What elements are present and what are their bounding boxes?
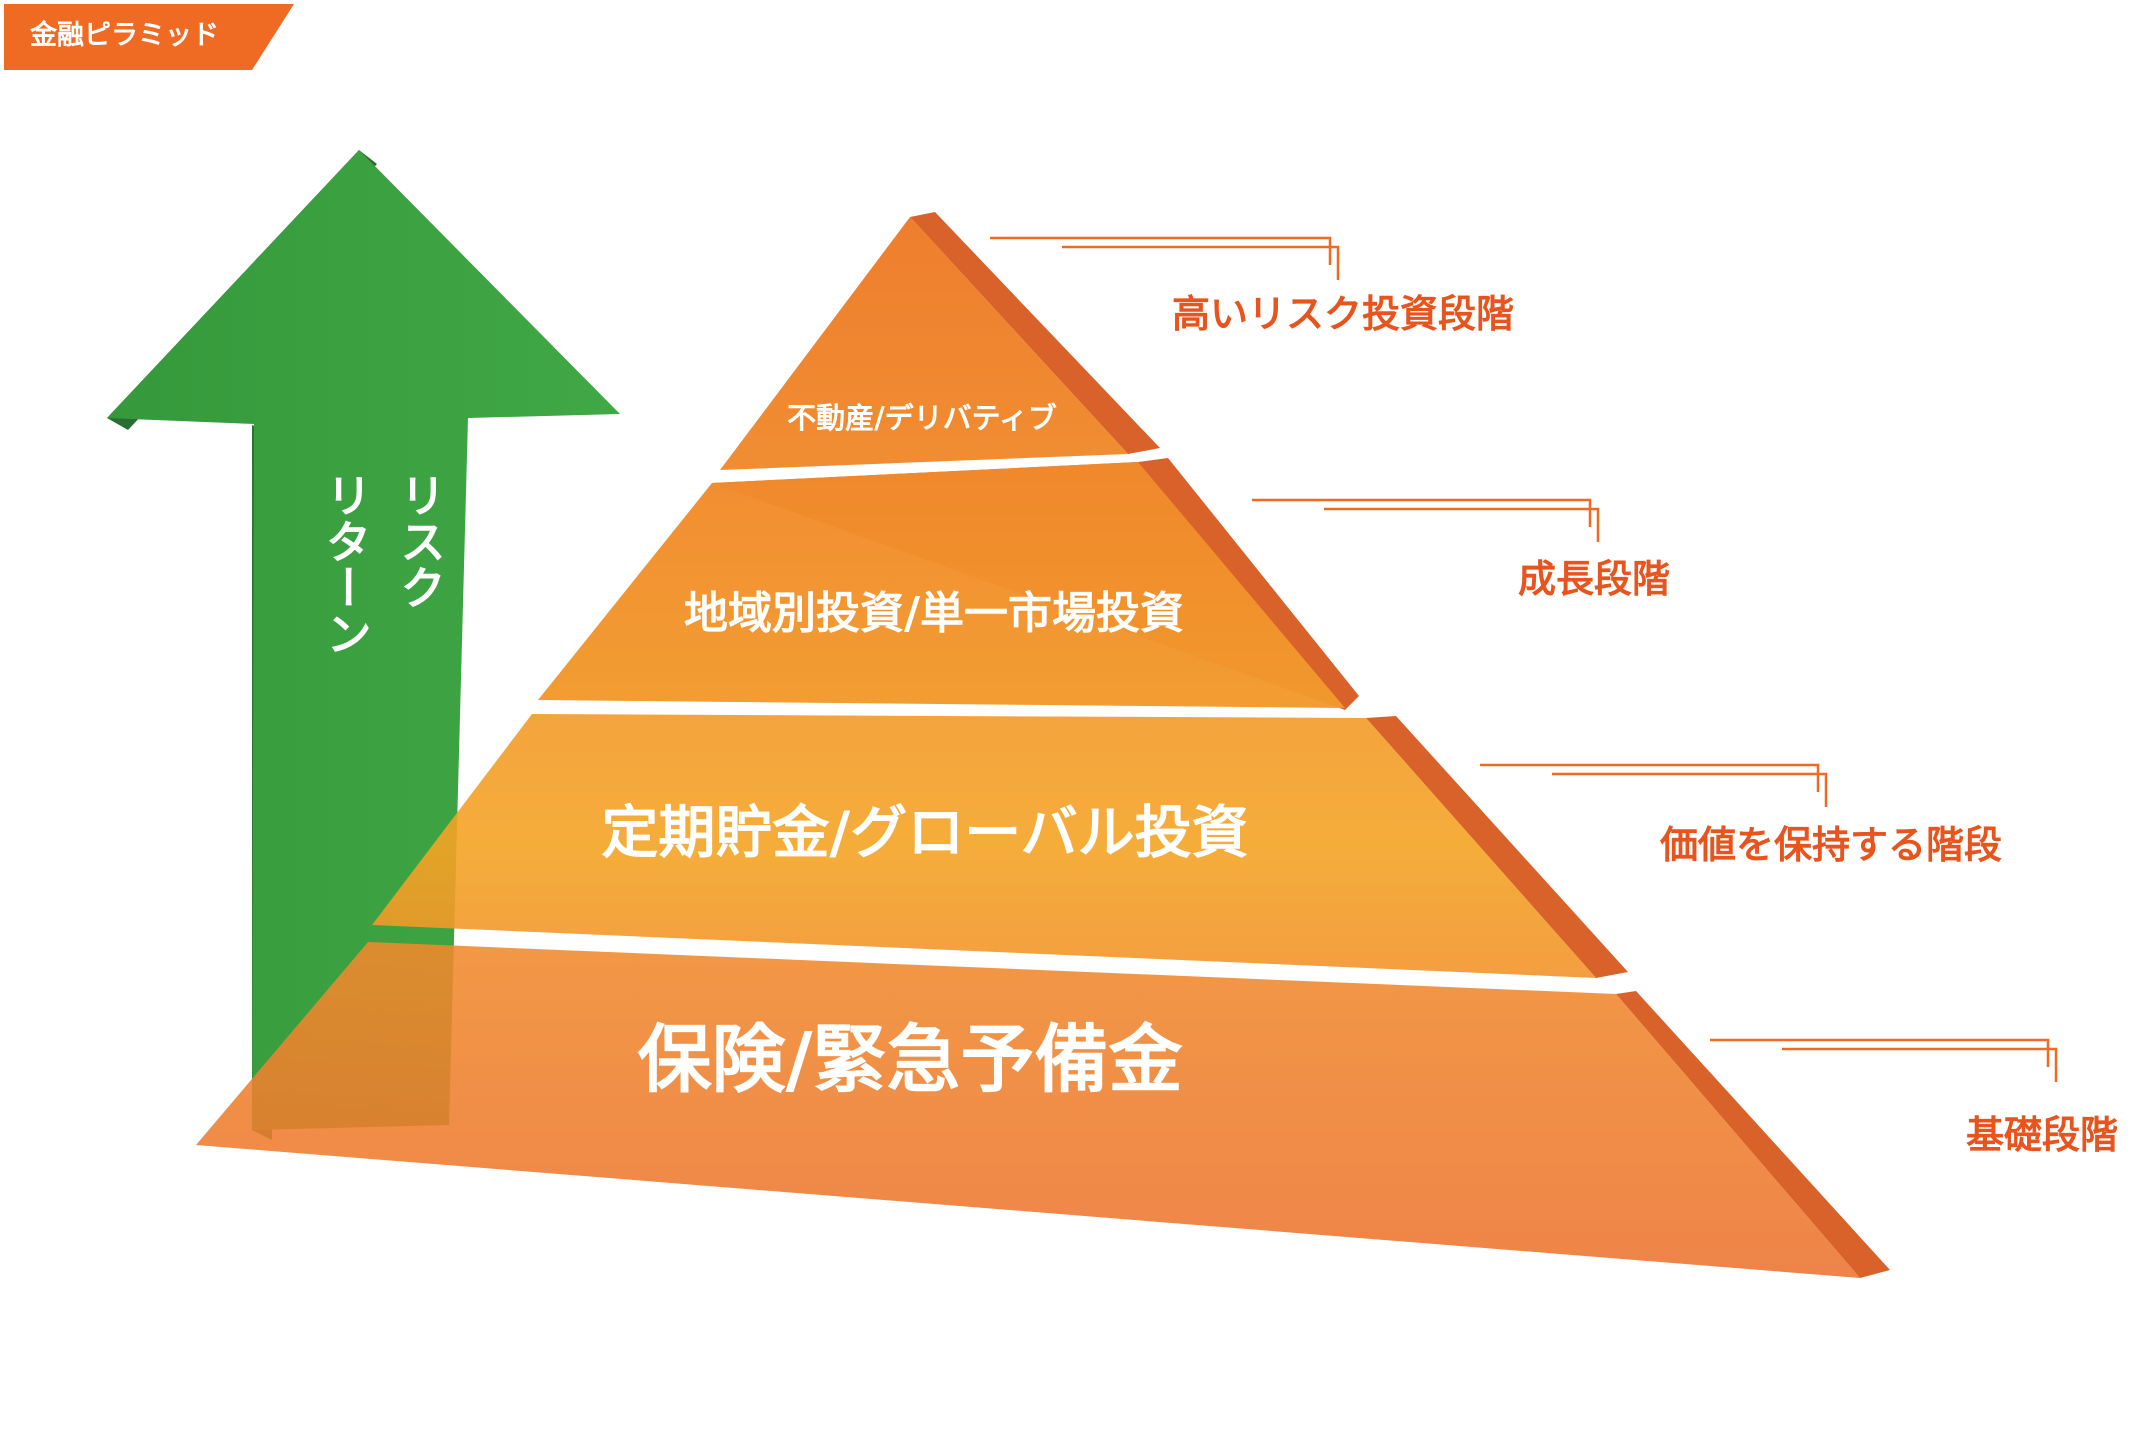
stage-label: 基礎段階 (1966, 1113, 2118, 1157)
pyramid-tier-base[interactable]: 保険/緊急予備金 (196, 942, 1890, 1278)
stage-label: 成長段階 (1518, 557, 1670, 601)
leader-line (1552, 772, 1828, 807)
header-tag-label: 金融ピラミッド (29, 19, 219, 51)
tier-front-face (720, 217, 1128, 470)
arrow-label-risk: リスク (393, 472, 447, 610)
leader-line (990, 236, 1332, 265)
leader-line (1252, 498, 1592, 527)
tier-front-face (196, 942, 1860, 1278)
leader-line (1710, 1038, 2050, 1067)
pyramid-tier-top[interactable]: 不動産/デリバティブ (720, 212, 1160, 470)
stage-label: 価値を保持する階段 (1659, 823, 2002, 867)
risk-return-arrow: リスク リターン (107, 150, 620, 1140)
stage-label-foundation: 基礎段階 (1710, 1038, 2118, 1157)
tier-side-face (1366, 716, 1628, 978)
tier-front-face (538, 462, 1345, 708)
leader-line (1062, 245, 1340, 280)
stage-label: 高いリスク投資段階 (1172, 292, 1514, 336)
header-tag: 金融ピラミッド (4, 4, 294, 70)
tier-label: 地域別投資/単一市場投資 (684, 588, 1184, 639)
arrow-body[interactable] (107, 150, 620, 1130)
tier-front-face (372, 714, 1596, 978)
stage-label-high-risk: 高いリスク投資段階 (990, 236, 1514, 336)
pyramid: 不動産/デリバティブ 地域別投資/単一市場投資 定期貯金/グローバル投資 保険/… (196, 212, 1890, 1278)
tier-side-face (1616, 991, 1890, 1278)
tier-side-face (910, 212, 1160, 454)
pyramid-tier-second[interactable]: 地域別投資/単一市場投資 (538, 458, 1359, 710)
stage-label-value-preservation: 価値を保持する階段 (1480, 763, 2002, 867)
header-tag-shape (4, 4, 294, 70)
tier-label: 保険/緊急予備金 (637, 1017, 1183, 1103)
leader-line (1782, 1047, 2058, 1082)
leader-line (1480, 763, 1820, 792)
stage-label-growth: 成長段階 (1252, 498, 1670, 601)
tier-label: 定期貯金/グローバル投資 (601, 800, 1248, 866)
pyramid-tier-third[interactable]: 定期貯金/グローバル投資 (372, 714, 1628, 978)
stage-labels: 高いリスク投資段階 成長段階 価値を保持する階段 基礎段階 (990, 236, 2118, 1157)
tier-label: 不動産/デリバティブ (787, 401, 1057, 435)
arrow-label-return: リターン (319, 472, 373, 656)
leader-line (1324, 507, 1600, 542)
